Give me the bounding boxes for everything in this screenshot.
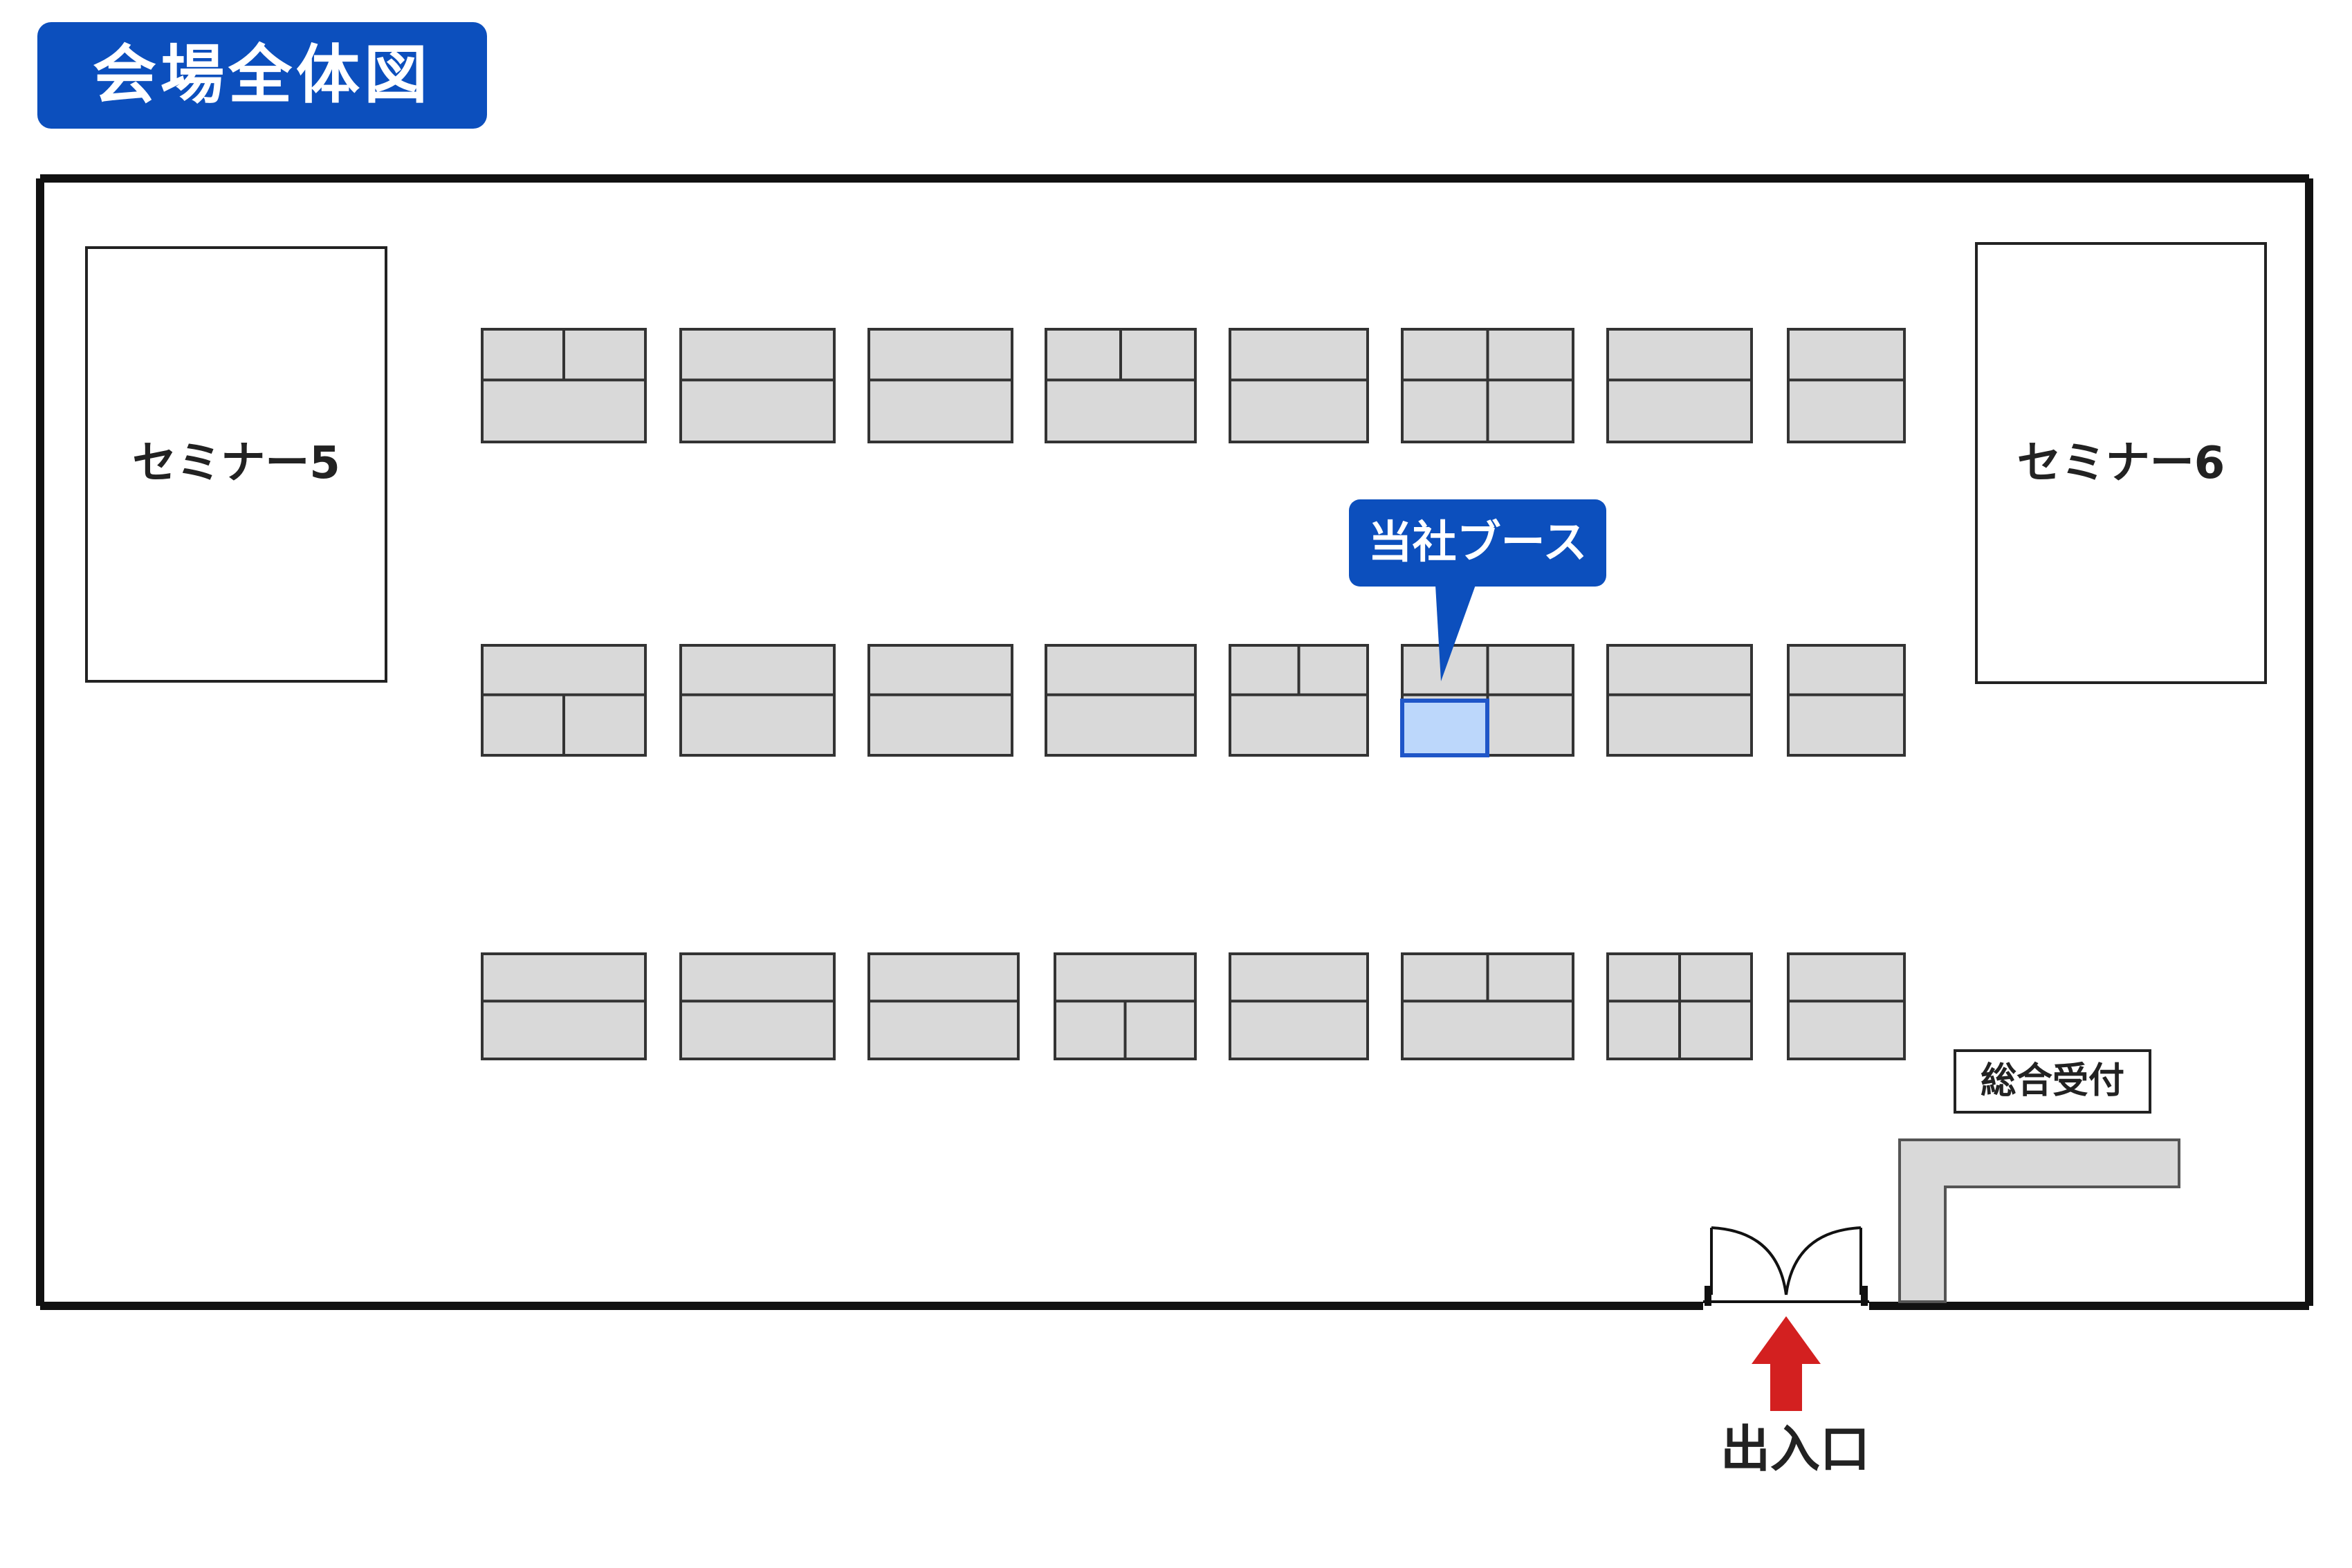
booth-block (867, 328, 1013, 443)
hall-walls (36, 174, 2313, 1310)
booth-block (867, 952, 1020, 1060)
reception-label: 総合受付 (1954, 1049, 2151, 1114)
booth-block (1229, 328, 1369, 443)
booth-block (1606, 644, 1753, 757)
booth-block (481, 644, 647, 757)
our-booth-highlight (1400, 699, 1489, 757)
booth-block (867, 644, 1013, 757)
booth-block (1229, 644, 1369, 757)
seminar-room-5 (85, 246, 387, 683)
booth-block (679, 644, 836, 757)
booth-block (679, 328, 836, 443)
seminar-room-6-label: セミナー6 (2016, 438, 2225, 489)
booth-grid (481, 328, 1906, 1060)
booth-block (1606, 952, 1753, 1060)
reception-counter (1898, 1138, 2180, 1303)
booth-block (481, 328, 647, 443)
seminar-room-6 (1975, 242, 2267, 684)
booth-block (1054, 952, 1197, 1060)
entrance-label: 出入口 (1720, 1420, 1870, 1478)
booth-block (1045, 644, 1197, 757)
booth-block (679, 952, 836, 1060)
booth-block (1606, 328, 1753, 443)
booth-block (1787, 952, 1906, 1060)
booth-block (1787, 328, 1906, 443)
arrow-up-icon (1752, 1316, 1821, 1411)
booth-block (481, 952, 647, 1060)
double-door-icon (1703, 1226, 1869, 1306)
booth-block (1401, 952, 1574, 1060)
page-title: 会場全体図 (37, 22, 487, 129)
callout-pointer (1435, 585, 1476, 681)
our-booth-callout: 当社ブース (1349, 499, 1606, 587)
booth-block (1787, 644, 1906, 757)
booth-block (1401, 328, 1574, 443)
booth-block (1045, 328, 1197, 443)
seminar-room-5-label: セミナー5 (132, 438, 340, 489)
booth-block (1229, 952, 1369, 1060)
